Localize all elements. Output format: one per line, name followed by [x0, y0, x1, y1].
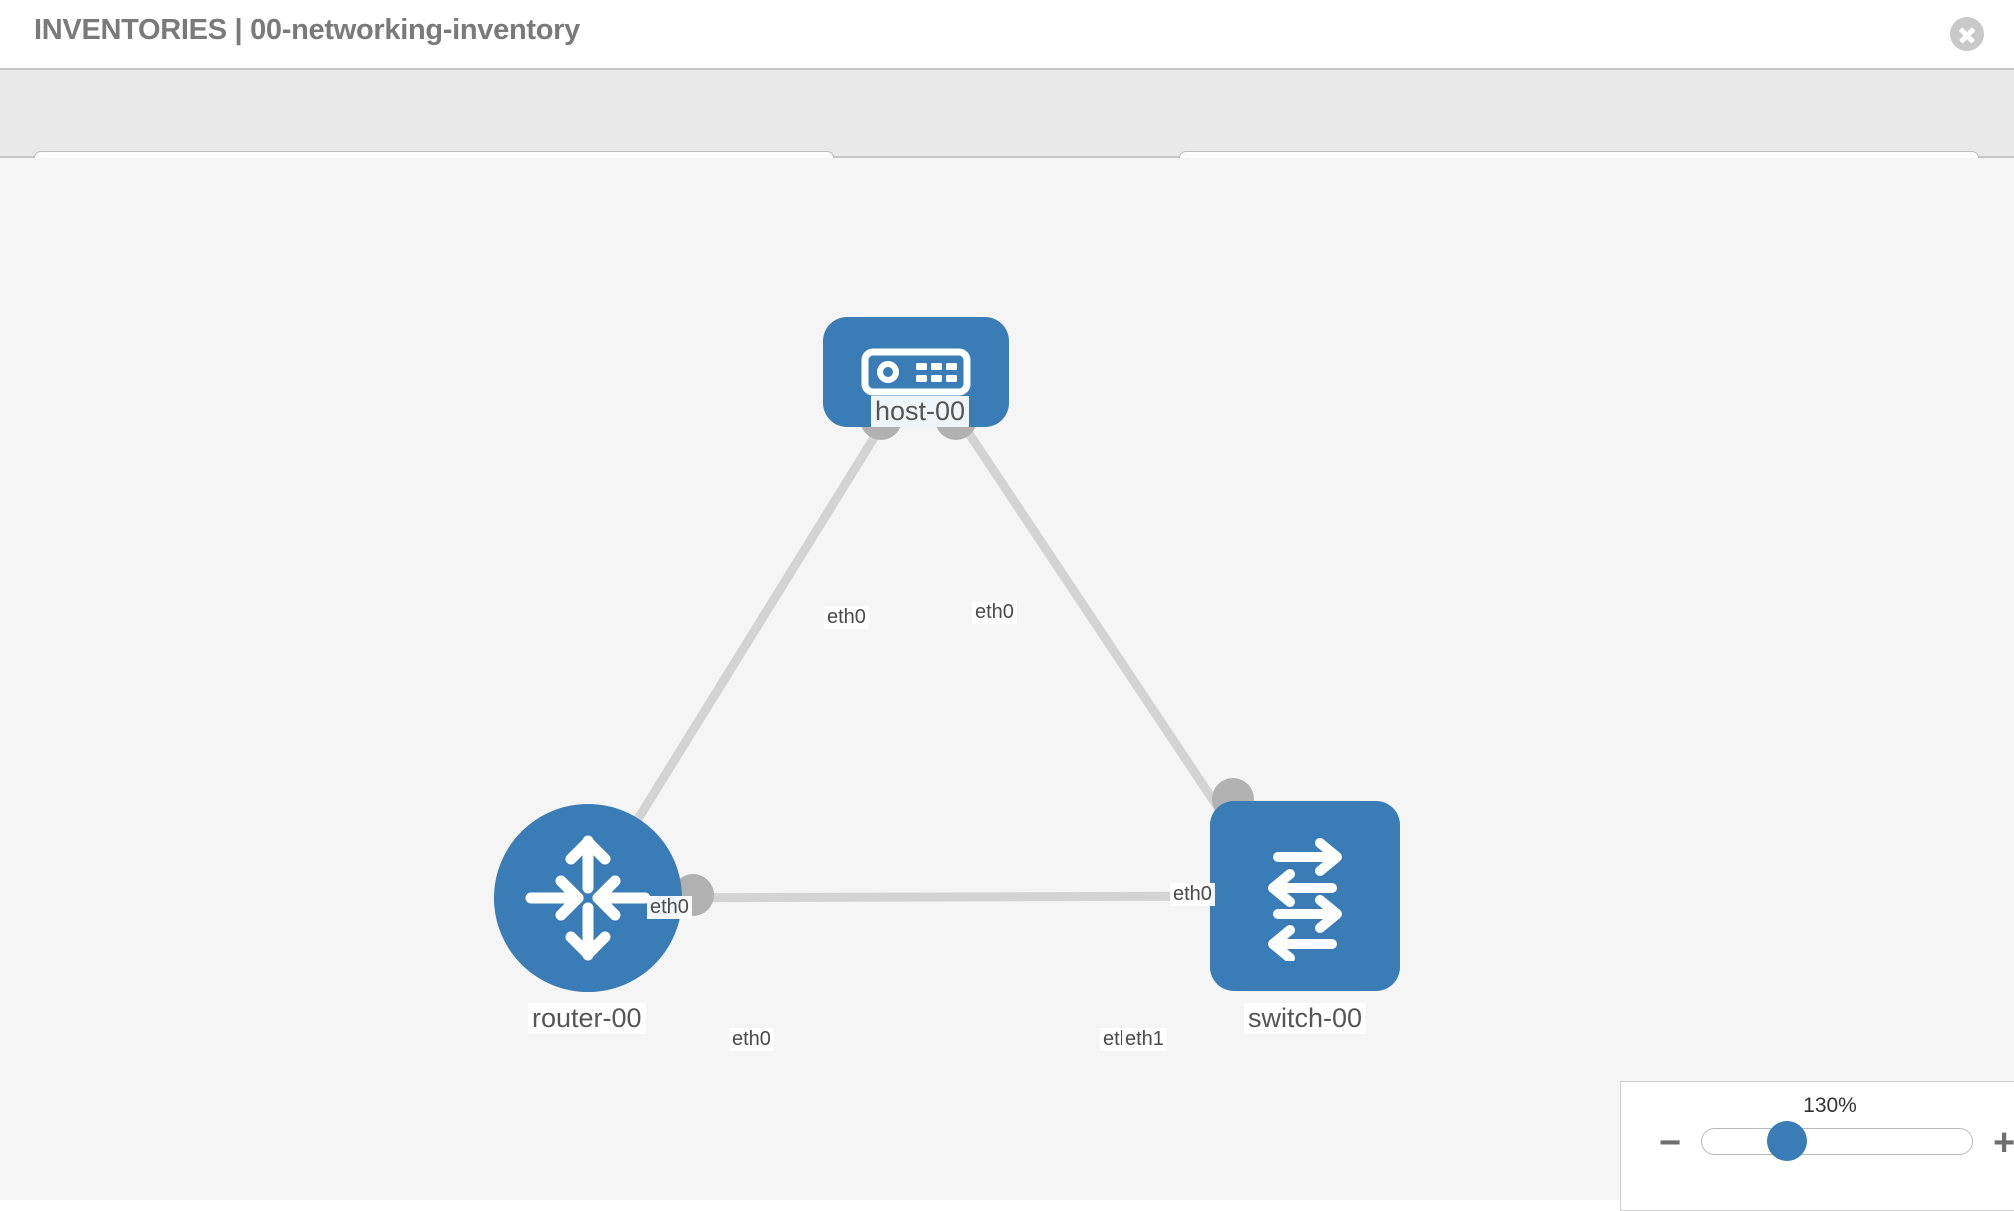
- interface-label: eth0: [1170, 883, 1215, 906]
- zoom-level-label: 130%: [1803, 1094, 1857, 1117]
- node-label: router-00: [528, 1003, 646, 1034]
- switch-icon: [1268, 838, 1342, 961]
- zoom-slider-thumb[interactable]: [1767, 1121, 1807, 1161]
- node-label: switch-00: [1244, 1003, 1367, 1034]
- link-host-router: [616, 417, 889, 851]
- topology-links: [616, 417, 1249, 903]
- page-header: INVENTORIES | 00-networking-inventory: [0, 0, 2014, 68]
- interface-label: eth0: [824, 606, 869, 629]
- toolbar: ACTIONS SEARCH: [0, 68, 2014, 203]
- node-label: host-00: [871, 396, 970, 427]
- server-icon: [861, 348, 971, 396]
- router-icon: [525, 835, 651, 961]
- zoom-in-button[interactable]: +: [1993, 1122, 2014, 1164]
- page-title: INVENTORIES | 00-networking-inventory: [34, 14, 580, 46]
- topology-canvas[interactable]: host-00 router-00 switch-00 eth0 eth0 et…: [0, 158, 2014, 1200]
- interface-label: eth1: [1122, 1028, 1167, 1051]
- zoom-control-panel: 130% − +: [1620, 1081, 2014, 1211]
- interface-label: eth0: [972, 601, 1017, 624]
- zoom-out-button[interactable]: −: [1659, 1122, 1682, 1164]
- interface-label: eth0: [729, 1028, 774, 1051]
- close-icon[interactable]: [1950, 17, 1984, 51]
- topology-node-switch-00[interactable]: [1210, 801, 1400, 991]
- interface-label: eth0: [647, 896, 692, 919]
- zoom-slider-track[interactable]: [1701, 1128, 1973, 1155]
- link-host-switch: [956, 417, 1249, 851]
- link-router-switch: [619, 891, 1246, 903]
